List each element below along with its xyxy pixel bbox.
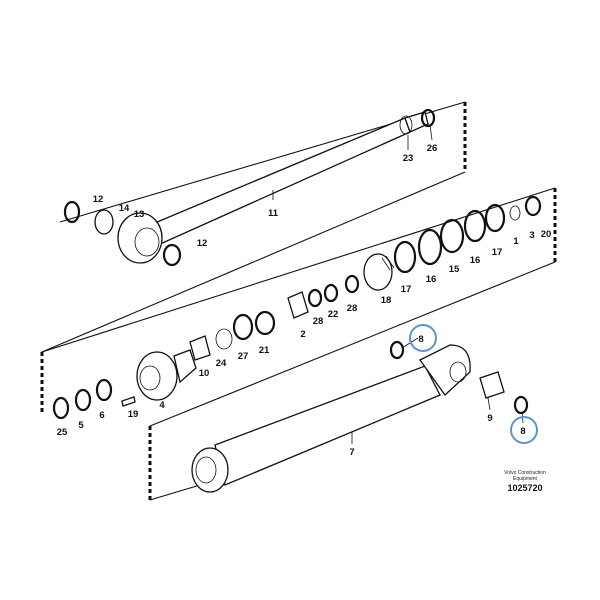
part-label: 26 — [427, 143, 438, 154]
part-label: 13 — [134, 209, 145, 220]
part-label: 5 — [78, 420, 84, 431]
part-label: 14 — [119, 203, 130, 214]
part-label: 17 — [492, 247, 503, 258]
part-label: 28 — [347, 303, 358, 314]
part-label: 20 — [541, 229, 552, 240]
part-label: 12 — [93, 194, 104, 205]
piston-rod — [63, 108, 436, 267]
part-label: 19 — [128, 409, 139, 420]
group-frames — [40, 101, 557, 501]
cylinder-tube — [191, 340, 529, 493]
part-label: 2 — [300, 329, 305, 340]
part-label: 11 — [268, 208, 279, 219]
part-label: 21 — [259, 345, 270, 356]
part-label: 7 — [349, 447, 354, 458]
seal-set — [52, 195, 542, 420]
part-label-highlighted: 8 — [418, 334, 423, 345]
part-label: 18 — [381, 295, 392, 306]
caption-line2: Equipment — [513, 476, 538, 482]
part-label: 9 — [487, 413, 492, 424]
part-label: 15 — [449, 264, 460, 275]
part-label: 16 — [470, 255, 481, 266]
part-label: 3 — [529, 230, 534, 241]
part-label: 28 — [313, 316, 324, 327]
caption: Volvo Construction Equipment 1025720 — [504, 470, 546, 493]
part-label: 1 — [513, 236, 519, 247]
part-labels: 12 14 13 11 12 23 26 1 3 20 17 16 15 16 … — [57, 143, 552, 458]
part-label: 4 — [159, 400, 165, 411]
part-label: 27 — [238, 351, 249, 362]
part-label: 17 — [401, 284, 412, 295]
part-label: 24 — [216, 358, 227, 369]
highlight-circle — [510, 416, 538, 444]
highlight-circle — [409, 324, 437, 352]
drawing-number: 1025720 — [507, 483, 542, 493]
part-label: 6 — [99, 410, 104, 421]
leader-lines — [272, 124, 524, 444]
part-label: 25 — [57, 427, 68, 438]
part-label-highlighted: 8 — [520, 426, 525, 437]
part-label: 16 — [426, 274, 437, 285]
part-label: 23 — [403, 153, 414, 164]
part-label: 22 — [328, 309, 339, 320]
caption-line1: Volvo Construction — [504, 470, 546, 476]
part-label: 12 — [197, 238, 208, 249]
part-label: 10 — [199, 368, 210, 379]
